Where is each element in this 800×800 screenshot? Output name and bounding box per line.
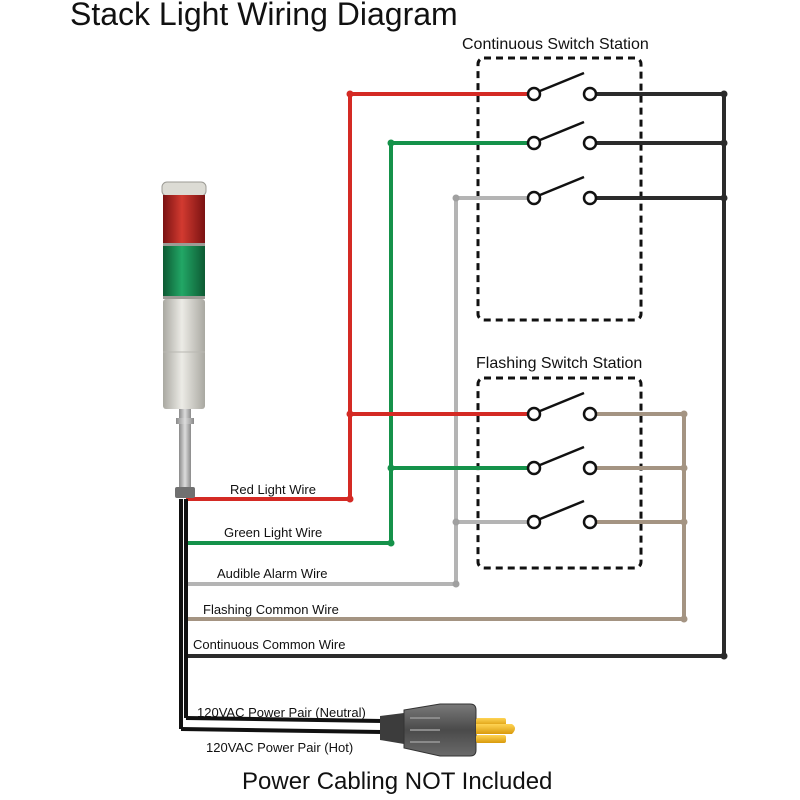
green-light-wire	[186, 141, 534, 545]
green-light-wire-label: Green Light Wire	[224, 525, 322, 540]
continuous-red-switch-icon	[526, 71, 598, 102]
red-lens	[163, 195, 205, 244]
diagram-title: Stack Light Wiring Diagram	[70, 0, 458, 32]
flashing-station-label: Flashing Switch Station	[476, 355, 642, 372]
continuous-alarm-switch-icon	[526, 175, 598, 206]
continuous-common-wire-label: Continuous Common Wire	[193, 637, 345, 652]
green-lens	[163, 246, 205, 297]
stack-light-cap	[161, 181, 207, 197]
flashing-station-box	[476, 376, 643, 570]
continuous-station-label: Continuous Switch Station	[462, 36, 649, 53]
neutral-power-label: 120VAC Power Pair (Neutral)	[197, 705, 366, 720]
audible-alarm-wire	[186, 196, 534, 586]
power-pair-cable	[179, 499, 383, 734]
hot-power-label: 120VAC Power Pair (Hot)	[206, 740, 353, 755]
switches	[526, 71, 598, 530]
continuous-switch-station: Continuous Switch Station	[462, 36, 649, 322]
flashing-red-switch-icon	[526, 391, 598, 422]
continuous-station-box	[476, 56, 643, 322]
stack-light-base	[163, 299, 205, 409]
wire-junctions	[346, 90, 728, 660]
audible-alarm-wire-label: Audible Alarm Wire	[217, 566, 328, 581]
flashing-common-wire-label: Flashing Common Wire	[203, 602, 339, 617]
red-light-wire-label: Red Light Wire	[230, 482, 316, 497]
flashing-switch-station: Flashing Switch Station	[476, 355, 643, 570]
stack-light-mount	[175, 487, 195, 498]
flashing-common-wire	[186, 412, 686, 621]
continuous-common-wire	[186, 92, 726, 658]
continuous-green-switch-icon	[526, 120, 598, 151]
flashing-green-switch-icon	[526, 445, 598, 476]
flashing-alarm-switch-icon	[526, 499, 598, 530]
red-light-wire	[186, 92, 534, 501]
power-plug-icon	[380, 703, 515, 757]
stack-light-tower	[161, 181, 207, 498]
stack-light-pole	[179, 409, 191, 493]
power-cabling-note: Power Cabling NOT Included	[242, 768, 553, 795]
